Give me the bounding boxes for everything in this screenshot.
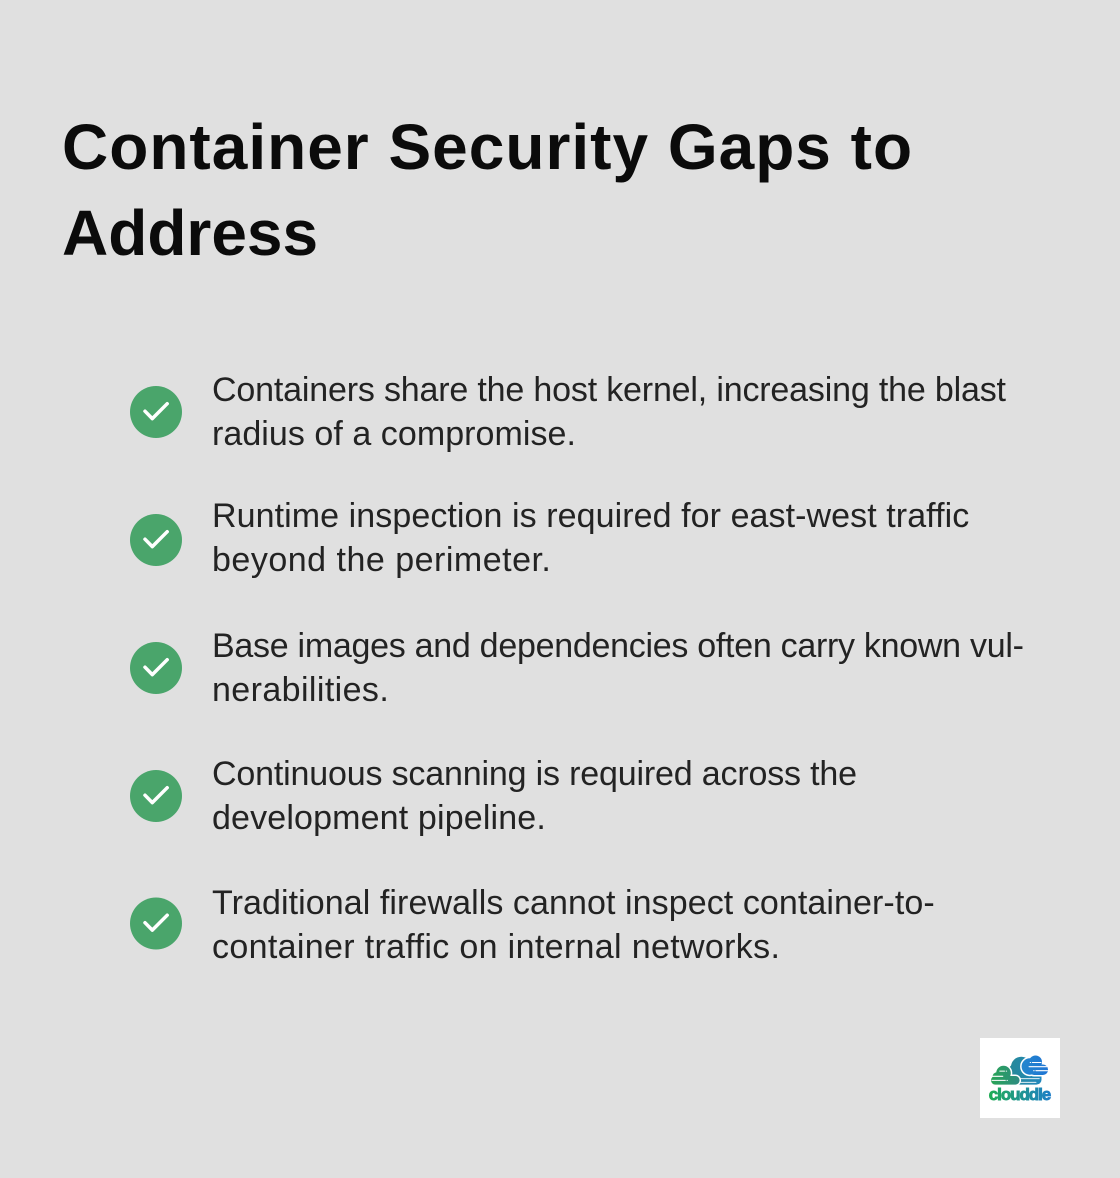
svg-text:clouddle: clouddle [989,1085,1052,1104]
